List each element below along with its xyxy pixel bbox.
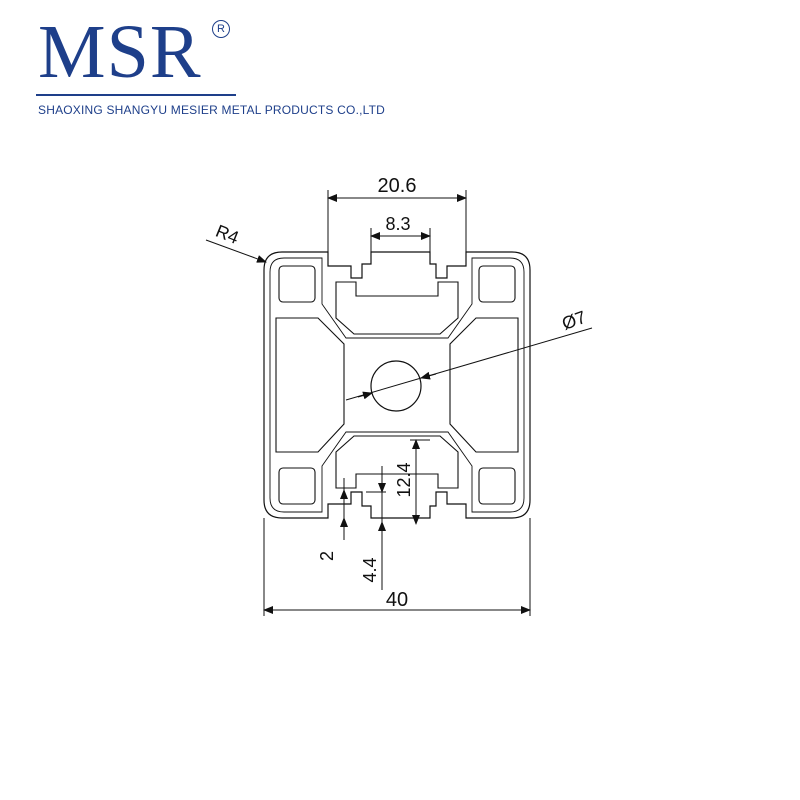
registered-mark-icon: R	[212, 20, 230, 38]
center-hole	[370, 360, 422, 412]
logo-underline	[36, 94, 236, 96]
brand-header: MSR R SHAOXING SHANGYU MESIER METAL PROD…	[0, 0, 800, 130]
label-overall-width: 40	[386, 589, 408, 611]
label-lip-thickness: 2	[317, 551, 337, 561]
corner-pockets	[278, 265, 516, 505]
dim-corner-radius	[205, 239, 267, 263]
corner-pocket-bottom-right	[478, 467, 516, 505]
label-slot-outer: 20.6	[378, 175, 417, 197]
company-name: SHAOXING SHANGYU MESIER METAL PRODUCTS C…	[38, 103, 386, 117]
right-cavity	[449, 317, 519, 453]
label-slot-depth: 12.4	[394, 462, 414, 497]
corner-pocket-top-left	[278, 265, 316, 303]
profile-outline	[263, 251, 531, 519]
left-cavity	[275, 317, 345, 453]
bottom-slot-cavity	[335, 435, 459, 489]
dimension-lines	[205, 190, 593, 616]
dim-hole-leader	[345, 327, 593, 401]
label-lip-offset: 4.4	[360, 557, 380, 582]
corner-pocket-top-right	[478, 265, 516, 303]
side-cavities	[275, 281, 519, 489]
label-slot-opening: 8.3	[385, 214, 410, 234]
top-slot-cavity	[335, 281, 459, 335]
corner-pocket-bottom-left	[278, 467, 316, 505]
company-logo: MSR	[38, 10, 202, 94]
